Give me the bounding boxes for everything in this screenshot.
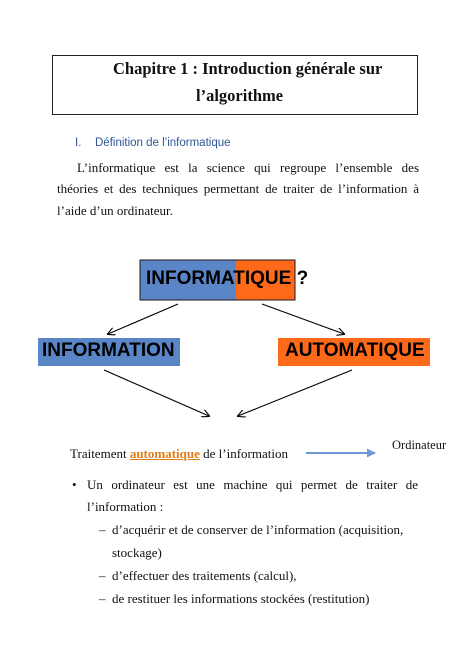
arrow-to-information — [108, 303, 179, 334]
dash-symbol: – — [99, 568, 106, 583]
chapter-title-line-2: l’algorithme — [196, 86, 284, 105]
bullet-line-2: l’information : — [87, 499, 164, 514]
informatique-box-orange-part — [236, 260, 295, 300]
information-box — [38, 338, 180, 366]
information-label: INFORMATION — [42, 340, 175, 361]
traitement-highlight: automatique — [129, 446, 200, 461]
informatique-box-border — [139, 259, 296, 301]
sub-item-text: d’effectuer des traitements (calcul), — [112, 568, 297, 583]
bullet-symbol: • — [72, 477, 77, 492]
sub-item-restitution: –de restituer les informations stockées … — [99, 591, 369, 607]
automatique-box — [278, 338, 430, 366]
informatique-label: INFORMATIQUE ? — [146, 268, 309, 289]
chapter-title-box: Chapitre 1 : Introduction générale sur l… — [52, 55, 418, 115]
definition-line-2: théories et des techniques permettant de… — [57, 181, 419, 196]
arrow-automatique-to-traitement — [238, 369, 353, 416]
sub-item-acquisition-cont: stockage) — [112, 545, 162, 560]
definition-line-3: l’aide d’un ordinateur. — [57, 203, 173, 218]
section-heading-text: Définition de l’informatique — [95, 137, 231, 149]
bullet-line-1: Un ordinateur est une machine qui permet… — [87, 477, 418, 492]
informatique-box-blue-part — [140, 260, 236, 300]
sub-item-text: de restituer les informations stockées (… — [112, 591, 370, 606]
automatique-label: AUTOMATIQUE — [285, 340, 425, 361]
bullet-ordinateur: • Un ordinateur est une machine qui perm… — [72, 477, 418, 493]
traitement-line: Traitement automatique de l’information — [70, 446, 288, 462]
section-heading: I. Définition de l’informatique — [75, 137, 231, 149]
chapter-title-line-1: Chapitre 1 : Introduction générale sur — [113, 59, 383, 78]
ordinateur-label: Ordinateur — [392, 438, 447, 452]
arrow-to-automatique — [261, 303, 344, 334]
definition-line-1: L’informatique est la science qui regrou… — [77, 160, 419, 175]
dash-symbol: – — [99, 591, 106, 606]
traitement-after: de l’information — [199, 446, 288, 461]
section-number: I. — [75, 137, 82, 149]
traitement-before: Traitement — [70, 446, 130, 461]
sub-item-calcul: –d’effectuer des traitements (calcul), — [99, 568, 297, 584]
dash-symbol: – — [99, 522, 106, 537]
sub-item-text: d’acquérir et de conserver de l’informat… — [112, 522, 404, 537]
arrow-information-to-traitement — [103, 369, 209, 416]
sub-item-acquisition: –d’acquérir et de conserver de l’informa… — [99, 522, 403, 538]
